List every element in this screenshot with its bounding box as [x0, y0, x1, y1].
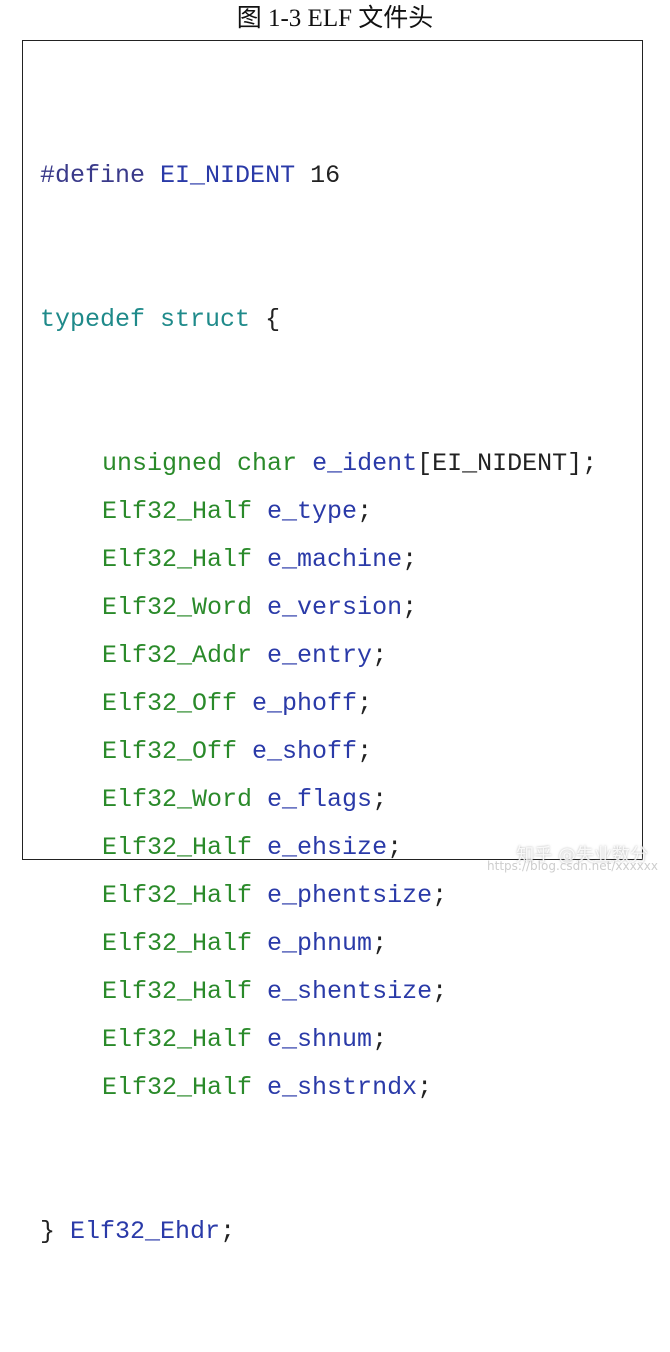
field-suffix: ;: [357, 737, 373, 766]
field-name: e_shentsize: [267, 977, 433, 1006]
field-name: e_shnum: [267, 1025, 373, 1054]
field-name: e_type: [267, 497, 358, 526]
struct-field-line: Elf32_Half e_shstrndx;: [40, 1064, 597, 1112]
field-suffix: ;: [372, 1025, 388, 1054]
field-suffix: ;: [372, 641, 388, 670]
close-suffix: ;: [220, 1217, 236, 1246]
field-suffix: ;: [357, 497, 373, 526]
field-name: e_phnum: [267, 929, 373, 958]
watermark-url: https://blog.csdn.net/xxxxxx: [487, 859, 658, 873]
struct-field-line: Elf32_Half e_machine;: [40, 536, 597, 584]
struct-name: Elf32_Ehdr: [70, 1217, 221, 1246]
watermark-text: 知乎 @失业数分: [516, 845, 648, 866]
field-type: unsigned char: [102, 449, 298, 478]
close-brace: }: [40, 1217, 56, 1246]
define-value: 16: [310, 161, 341, 190]
field-suffix: ;: [417, 1073, 433, 1102]
field-suffix: [EI_NIDENT];: [417, 449, 598, 478]
struct-field-line: Elf32_Word e_version;: [40, 584, 597, 632]
field-type: Elf32_Half: [102, 833, 253, 862]
field-suffix: ;: [432, 977, 448, 1006]
struct-field-line: Elf32_Word e_flags;: [40, 776, 597, 824]
field-suffix: ;: [402, 593, 418, 622]
define-line: #define EI_NIDENT 16: [40, 152, 597, 200]
field-name: e_phentsize: [267, 881, 433, 910]
typedef-line: typedef struct {: [40, 296, 597, 344]
struct-keyword: struct: [160, 305, 251, 334]
struct-field-line: Elf32_Half e_ehsize;: [40, 824, 597, 872]
struct-field-line: Elf32_Half e_shentsize;: [40, 968, 597, 1016]
field-type: Elf32_Half: [102, 881, 253, 910]
closing-line: } Elf32_Ehdr;: [40, 1208, 597, 1256]
struct-field-line: unsigned char e_ident[EI_NIDENT];: [40, 440, 597, 488]
field-type: Elf32_Half: [102, 977, 253, 1006]
struct-field-line: Elf32_Half e_shnum;: [40, 1016, 597, 1064]
typedef-keyword: typedef: [40, 305, 146, 334]
code-listing: #define EI_NIDENT 16 typedef struct { un…: [40, 56, 597, 1352]
struct-field-line: Elf32_Half e_type;: [40, 488, 597, 536]
open-brace: {: [265, 305, 281, 334]
figure-caption: 图 1-3 ELF 文件头: [236, 5, 434, 32]
struct-field-line: Elf32_Half e_phnum;: [40, 920, 597, 968]
field-type: Elf32_Half: [102, 497, 253, 526]
field-name: e_ehsize: [267, 833, 388, 862]
field-name: e_phoff: [252, 689, 358, 718]
code-listing-box: #define EI_NIDENT 16 typedef struct { un…: [22, 40, 643, 1246]
define-keyword: #define: [40, 161, 146, 190]
field-name: e_shoff: [252, 737, 358, 766]
field-name: e_entry: [267, 641, 373, 670]
field-name: e_shstrndx: [267, 1073, 418, 1102]
field-type: Elf32_Off: [102, 689, 238, 718]
field-type: Elf32_Half: [102, 1073, 253, 1102]
field-type: Elf32_Word: [102, 785, 253, 814]
field-suffix: ;: [432, 881, 448, 910]
struct-fields: unsigned char e_ident[EI_NIDENT];Elf32_H…: [40, 440, 597, 1112]
define-name: EI_NIDENT: [160, 161, 296, 190]
struct-field-line: Elf32_Half e_phentsize;: [40, 872, 597, 920]
field-suffix: ;: [372, 785, 388, 814]
field-name: e_flags: [267, 785, 373, 814]
field-suffix: ;: [372, 929, 388, 958]
struct-field-line: Elf32_Addr e_entry;: [40, 632, 597, 680]
field-type: Elf32_Off: [102, 737, 238, 766]
struct-field-line: Elf32_Off e_phoff;: [40, 680, 597, 728]
field-suffix: ;: [387, 833, 403, 862]
field-type: Elf32_Half: [102, 929, 253, 958]
field-type: Elf32_Half: [102, 1025, 253, 1054]
field-type: Elf32_Addr: [102, 641, 253, 670]
struct-field-line: Elf32_Off e_shoff;: [40, 728, 597, 776]
field-name: e_version: [267, 593, 403, 622]
field-type: Elf32_Word: [102, 593, 253, 622]
field-name: e_machine: [267, 545, 403, 574]
field-suffix: ;: [402, 545, 418, 574]
field-type: Elf32_Half: [102, 545, 253, 574]
field-name: e_ident: [312, 449, 418, 478]
field-suffix: ;: [357, 689, 373, 718]
